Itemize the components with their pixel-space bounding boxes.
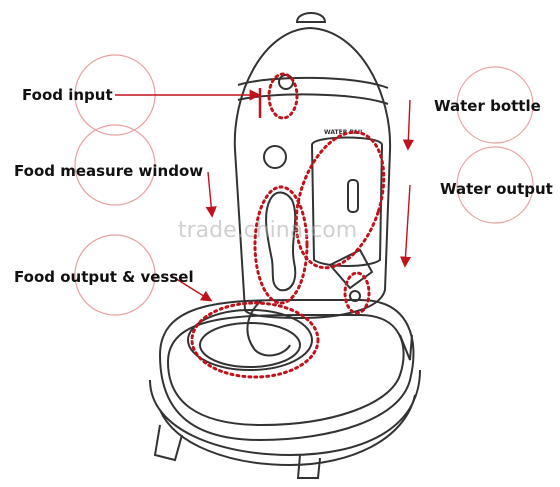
water-output-highlight [343,271,371,315]
arrow-food-measure [205,171,217,218]
food-channel-highlight [253,185,309,305]
label-water-bottle: Water bottle [434,97,541,115]
water-bottle-highlight [294,130,386,270]
label-food-input: Food input [22,86,113,104]
arrow-water-output [399,184,412,268]
arrow-water-bottle [402,99,414,151]
guide-arcs [74,54,534,316]
label-food-measure-window: Food measure window [14,162,204,180]
base-tray [149,299,421,479]
water-pail-text: WATER PAIL [324,129,364,136]
arrow-food-output [169,274,213,302]
highlight-regions [190,72,386,379]
food-bowl [187,299,313,371]
food-input-highlight [267,72,299,120]
label-food-output-vessel: Food output & vessel [14,268,194,286]
label-water-output: Water output [440,180,553,198]
watermark: trade.china.com [178,218,358,243]
pointer-arrows [115,89,414,302]
food-vessel-highlight [190,301,320,379]
